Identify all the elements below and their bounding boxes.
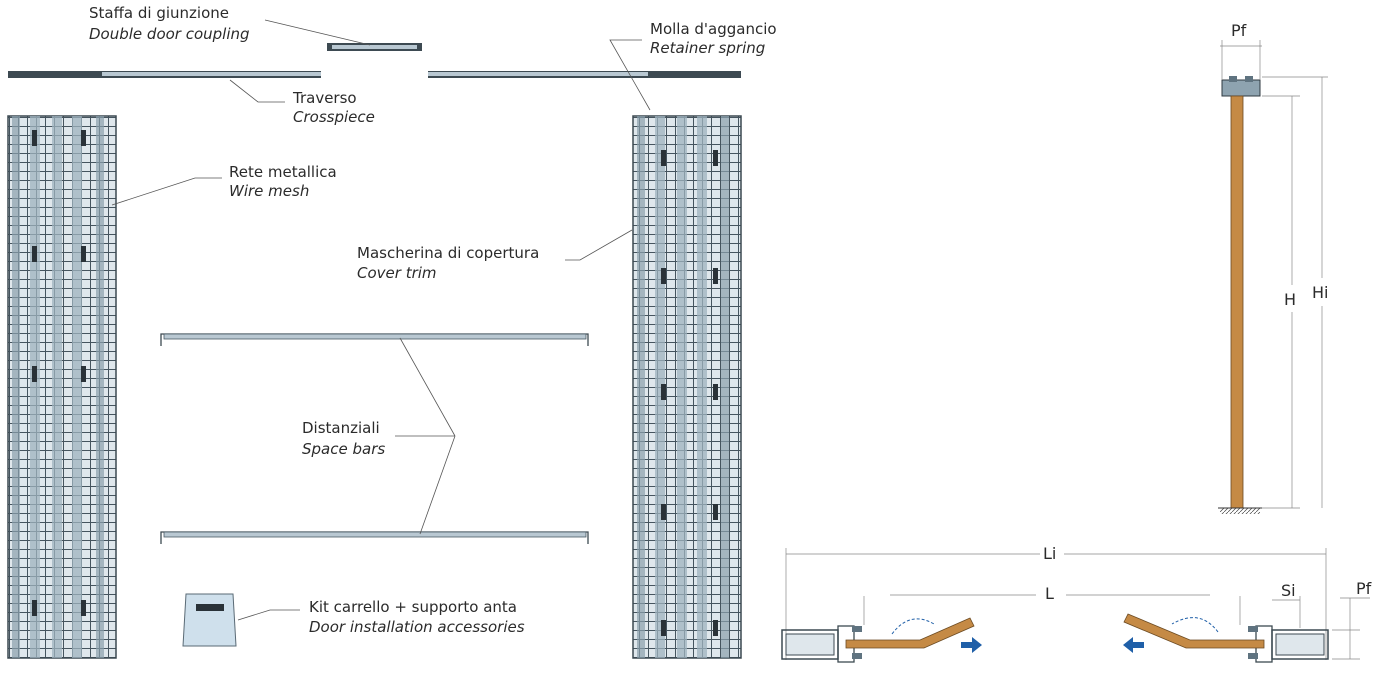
- label-kit-it: Kit carrello + supporto anta: [309, 598, 517, 616]
- label-trim-it: Mascherina di copertura: [357, 244, 539, 262]
- label-spring-en: Retainer spring: [650, 39, 765, 57]
- accessory-kit-bag: [182, 593, 237, 647]
- label-mesh-en: Wire mesh: [229, 182, 309, 200]
- label-kit-en: Door installation accessories: [309, 618, 525, 636]
- label-mesh-it: Rete metallica: [229, 163, 337, 181]
- label-spacers-it: Distanziali: [302, 419, 380, 437]
- dim-pf-top: Pf: [1231, 21, 1247, 40]
- dim-si: Si: [1281, 581, 1296, 600]
- right-frame-panel: [632, 115, 742, 659]
- label-crosspiece-it: Traverso: [292, 89, 357, 107]
- left-frame-panel: [7, 115, 117, 659]
- crosspiece-right: [428, 71, 741, 78]
- label-spacers-en: Space bars: [302, 440, 385, 458]
- label-coupling-en: Double door coupling: [89, 25, 250, 43]
- coupling-bracket: [327, 43, 422, 51]
- dim-pf-side: Pf: [1356, 579, 1372, 598]
- label-crosspiece-en: Crosspiece: [293, 108, 375, 126]
- dim-hi: Hi: [1312, 283, 1328, 302]
- space-bar-bottom: [160, 531, 589, 544]
- label-spring-it: Molla d'aggancio: [650, 20, 777, 38]
- label-coupling-it: Staffa di giunzione: [89, 4, 229, 22]
- label-trim-en: Cover trim: [357, 264, 437, 282]
- side-section-view: [1218, 40, 1328, 514]
- leader-lines: [111, 19, 651, 621]
- dim-l: L: [1045, 584, 1054, 603]
- crosspiece-left: [8, 71, 321, 78]
- space-bar-top: [160, 333, 589, 346]
- dim-h: H: [1284, 290, 1296, 309]
- plan-view: [781, 548, 1370, 663]
- dim-li: Li: [1043, 544, 1056, 563]
